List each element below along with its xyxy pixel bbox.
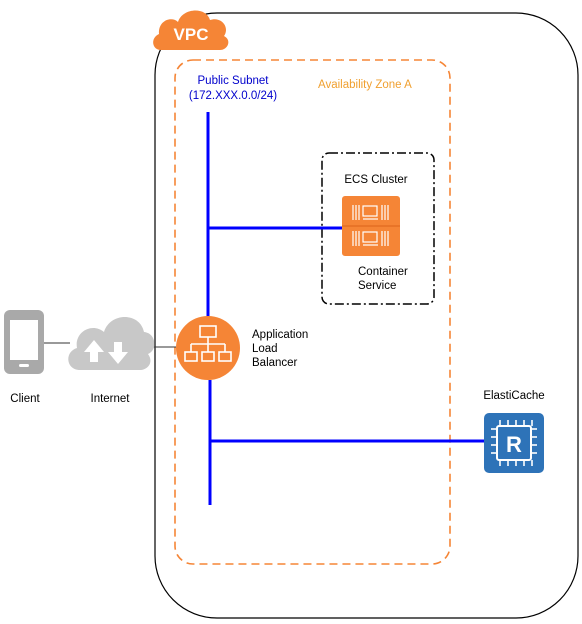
ecs-cluster-label: ECS Cluster (344, 174, 407, 186)
subnet-network-lines (206, 112, 484, 505)
internet-cloud-icon (68, 317, 155, 370)
client-label: Client (10, 393, 40, 405)
ecs-container-icon (342, 196, 400, 256)
availability-zone-boundary (174, 59, 451, 565)
container-service-label-line1: Container (358, 266, 408, 278)
ecs-cluster-boundary (321, 152, 435, 305)
elasticache-label: ElastiCache (483, 390, 544, 402)
vpc-badge-label: VPC (174, 25, 209, 44)
vpc-cloud-icon: VPC (153, 10, 229, 50)
elasticache-redis-icon: R (484, 413, 544, 473)
availability-zone-label: Availability Zone A (318, 79, 412, 91)
application-load-balancer-icon (176, 316, 240, 380)
container-service-label-line2: Service (358, 280, 396, 292)
internet-label: Internet (91, 393, 131, 405)
subnet-label-line1: Public Subnet (198, 75, 270, 87)
alb-label-line2: Load (252, 343, 278, 355)
alb-label-line3: Balancer (252, 357, 298, 369)
alb-label-line1: Application (252, 329, 308, 341)
subnet-label-line2: (172.XXX.0.0/24) (189, 90, 277, 102)
mobile-device-icon (4, 310, 44, 374)
vpc-boundary (154, 12, 579, 619)
elasticache-icon-letter: R (506, 432, 522, 457)
